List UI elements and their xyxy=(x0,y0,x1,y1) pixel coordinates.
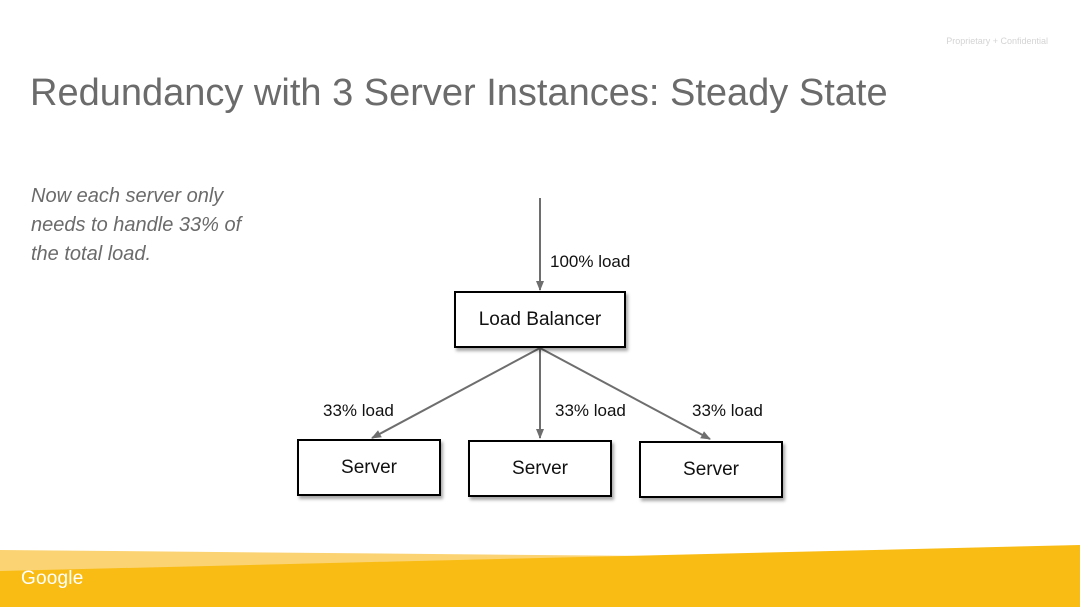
slide-note: Now each server only needs to handle 33%… xyxy=(31,185,242,265)
server-3-load-label: 33% load xyxy=(692,401,763,420)
load-balancer-label: Load Balancer xyxy=(478,308,602,330)
server-2-label: Server xyxy=(512,457,568,479)
server-2-load-label: 33% load xyxy=(555,401,626,420)
server-1-label: Server xyxy=(341,456,397,478)
arrow-to-server-1 xyxy=(371,347,541,439)
server-node-1: Server xyxy=(297,439,441,496)
footer-yellow-stripe xyxy=(0,545,1080,607)
server-node-2: Server xyxy=(468,440,612,497)
arrow-to-server-3 xyxy=(539,347,711,440)
google-logo: Google xyxy=(21,568,84,589)
input-load-label: 100% load xyxy=(550,252,631,271)
server-node-3: Server xyxy=(639,441,783,498)
server-3-label: Server xyxy=(683,458,739,480)
confidential-label: Proprietary + Confidential xyxy=(946,36,1048,46)
server-1-load-label: 33% load xyxy=(323,401,394,420)
load-balancer-node: Load Balancer xyxy=(454,291,626,348)
slide-title: Redundancy with 3 Server Instances: Stea… xyxy=(30,72,888,114)
